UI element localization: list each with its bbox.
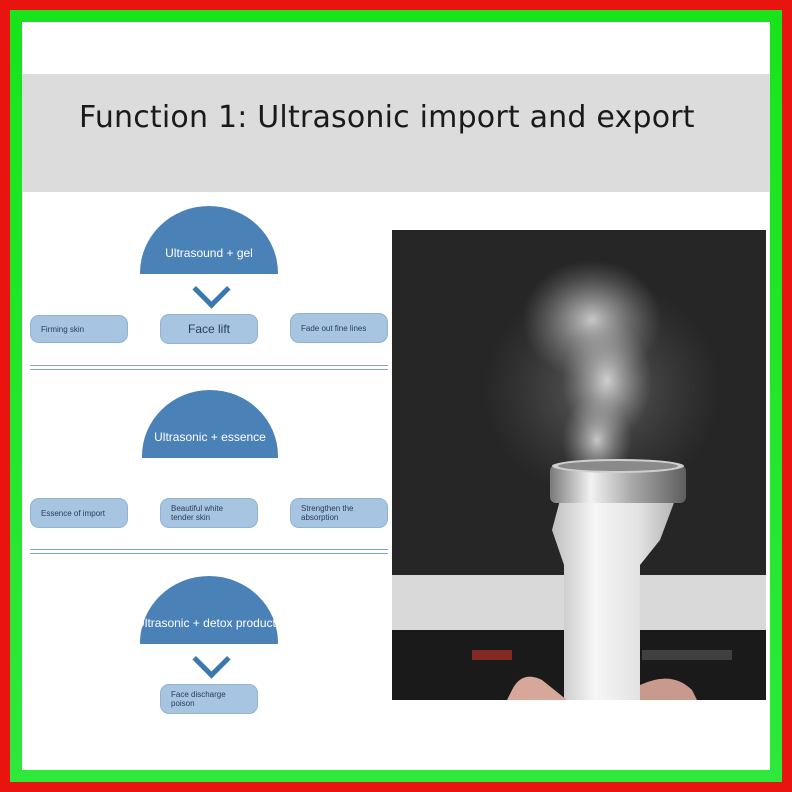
section-divider [30, 365, 388, 370]
pill-strengthen-absorption: Strengthen the absorption [290, 498, 388, 528]
dome-ultrasonic-detox: Ultrasonic + detox products [136, 576, 282, 644]
header-band: Function 1: Ultrasonic import and export [22, 74, 770, 192]
pill-face-discharge-poison: Face discharge poison [160, 684, 258, 714]
pill-fade-out-fine-lines: Fade out fine lines [290, 313, 388, 343]
product-image-canvas: Function 1: Ultrasonic import and export… [22, 22, 770, 770]
pill-beautiful-white-tender-skin: Beautiful white tender skin [160, 498, 258, 528]
dome-ultrasound-gel: Ultrasound + gel [140, 206, 278, 274]
device-steam-illustration [392, 230, 766, 700]
page-title: Function 1: Ultrasonic import and export [79, 100, 695, 135]
dome-ultrasonic-essence: Ultrasonic + essence [142, 390, 278, 458]
section-divider [30, 549, 388, 554]
chevron-down-icon [192, 270, 231, 309]
pill-firming-skin: Firming skin [30, 315, 128, 343]
pill-essence-of-import: Essence of import [30, 498, 128, 528]
chevron-down-icon [192, 640, 231, 679]
product-photo [392, 230, 766, 700]
pill-face-lift: Face lift [160, 314, 258, 344]
